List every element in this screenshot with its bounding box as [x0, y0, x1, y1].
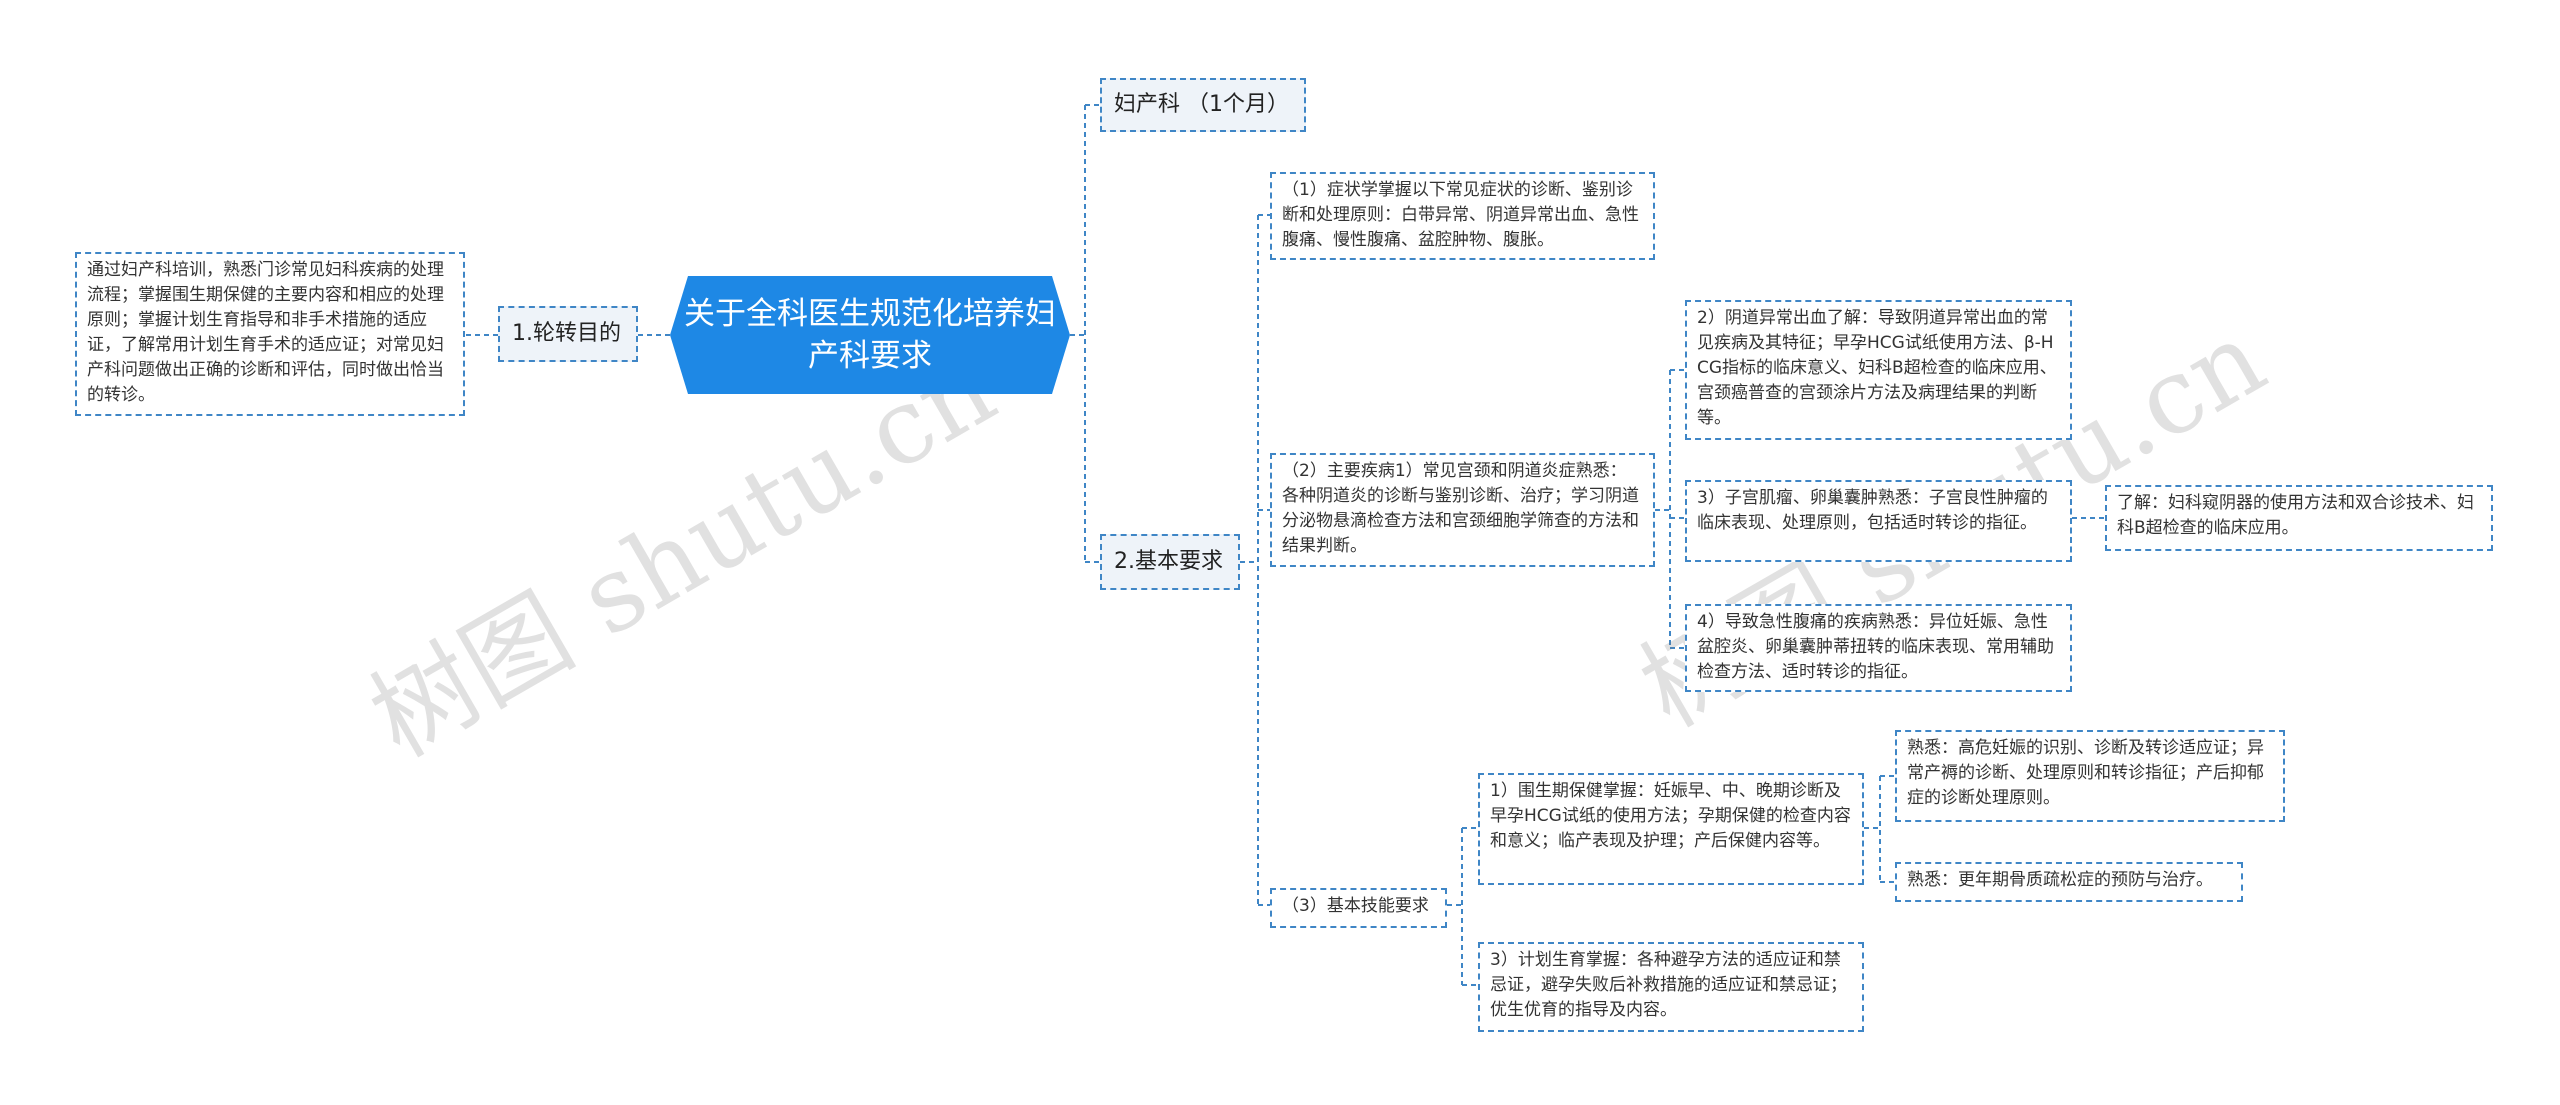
disease-myoma[interactable]: 3）子宫肌瘤、卵巢囊肿熟悉：子宫良性肿瘤的临床表现、处理原则，包括适时转诊的指征…	[1685, 480, 2072, 562]
requirement-symptom[interactable]: （1）症状学掌握以下常见症状的诊断、鉴别诊断和处理原则：白带异常、阴道异常出血、…	[1270, 172, 1655, 260]
myoma-note[interactable]: 了解：妇科窥阴器的使用方法和双合诊技术、妇科B超检查的临床应用。	[2105, 485, 2493, 551]
requirement-skill[interactable]: （3）基本技能要求	[1270, 888, 1447, 928]
branch-goal[interactable]: 1.轮转目的	[498, 306, 638, 362]
root-topic[interactable]: 关于全科医生规范化培养妇产科要求	[670, 276, 1070, 394]
skill-family-planning[interactable]: 3）计划生育掌握：各种避孕方法的适应证和禁忌证，避孕失败后补救措施的适应证和禁忌…	[1478, 942, 1864, 1032]
disease-abdominal[interactable]: 4）导致急性腹痛的疾病熟悉：异位妊娠、急性盆腔炎、卵巢囊肿蒂扭转的临床表现、常用…	[1685, 604, 2072, 692]
perinatal-note-menopause[interactable]: 熟悉：更年期骨质疏松症的预防与治疗。	[1895, 862, 2243, 902]
skill-perinatal[interactable]: 1）围生期保健掌握：妊娠早、中、晚期诊断及早孕HCG试纸的使用方法；孕期保健的检…	[1478, 773, 1864, 885]
disease-bleeding[interactable]: 2）阴道异常出血了解：导致阴道异常出血的常见疾病及其特征；早孕HCG试纸使用方法…	[1685, 300, 2072, 440]
requirement-disease[interactable]: （2）主要疾病1）常见宫颈和阴道炎症熟悉：各种阴道炎的诊断与鉴别诊断、治疗；学习…	[1270, 453, 1655, 567]
root-title: 关于全科医生规范化培养妇产科要求	[684, 296, 1056, 374]
branch-basic[interactable]: 2.基本要求	[1100, 534, 1240, 590]
perinatal-note-high-risk[interactable]: 熟悉：高危妊娠的识别、诊断及转诊适应证；异常产褥的诊断、处理原则和转诊指征；产后…	[1895, 730, 2285, 822]
branch-dept[interactable]: 妇产科 （1个月）	[1100, 78, 1306, 132]
goal-text-node[interactable]: 通过妇产科培训，熟悉门诊常见妇科疾病的处理流程；掌握围生期保健的主要内容和相应的…	[75, 252, 465, 416]
